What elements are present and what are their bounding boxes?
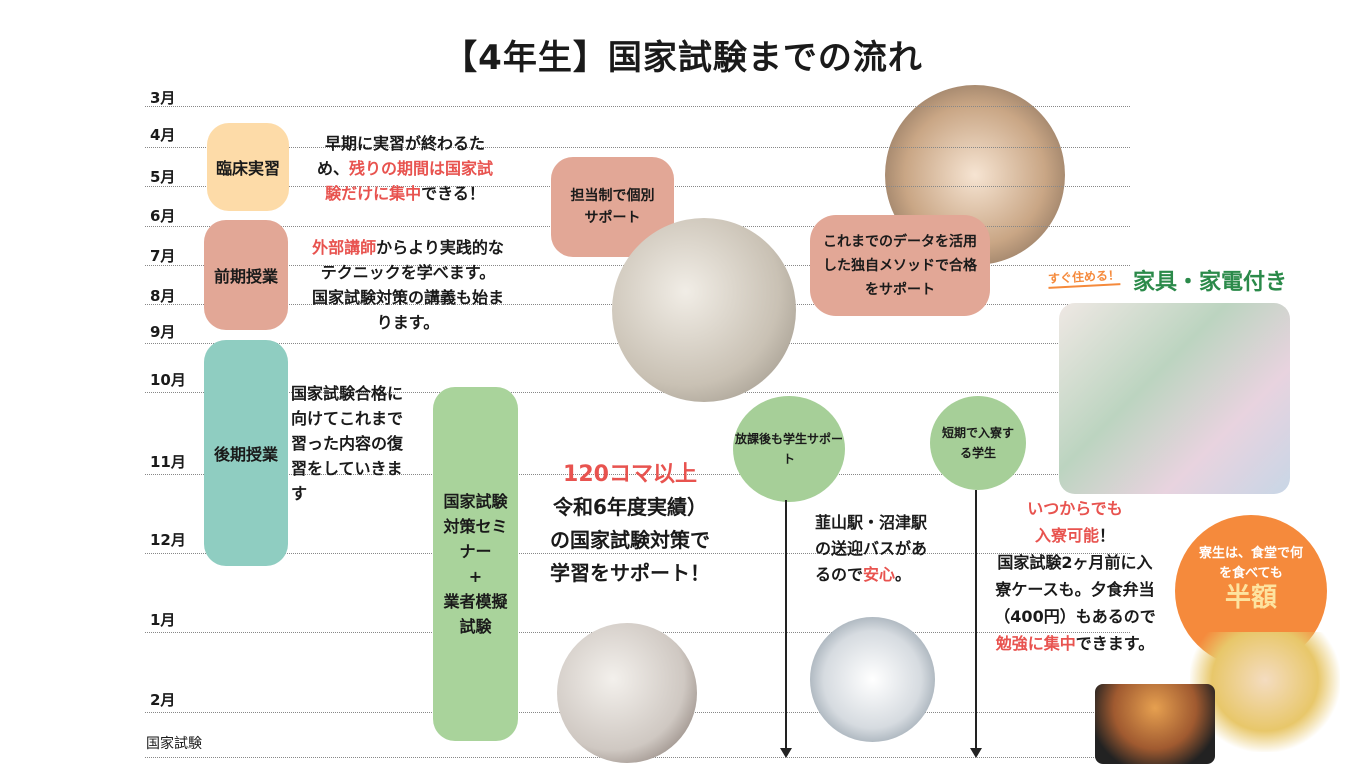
phase-clinical: 臨床実習 xyxy=(207,123,289,211)
dorm-room-photo xyxy=(1059,303,1290,494)
classroom-photo xyxy=(612,218,796,402)
month-label-exam: 国家試験 xyxy=(146,736,202,752)
note-text: 令和6年度実績） xyxy=(553,495,707,519)
note-second-term: 国家試験合格に向けてこれまで習った内容の復習をしていきます xyxy=(291,384,404,503)
bus-photo xyxy=(810,617,935,742)
note-text: 。 xyxy=(895,565,912,584)
note-highlight: 験だけに集中 xyxy=(325,184,422,203)
month-label: 10月 xyxy=(150,371,186,389)
discount-half-price: 半額 xyxy=(1224,583,1277,613)
study-photo xyxy=(557,623,697,763)
note-text: ります。 xyxy=(376,313,440,332)
month-label: 5月 xyxy=(150,168,176,186)
note-text: 国家試験対策の講義も始ま xyxy=(311,288,504,307)
bento-photo xyxy=(1095,684,1215,764)
phase-seminar: 国家試験 対策セミ ナー + 業者模擬 試験 xyxy=(433,387,518,741)
note-seminar: 120コマ以上 令和6年度実績） の国家試験対策で 学習をサポート！ xyxy=(525,458,735,590)
note-text: できる！ xyxy=(421,184,485,203)
note-highlight: いつからでも xyxy=(1027,499,1123,518)
furnished-label: 家具・家電付き xyxy=(1133,270,1288,295)
note-text: の国家試験対策で xyxy=(550,528,710,552)
note-clinical: 早期に実習が終わるた め、残りの期間は国家試 験だけに集中できる！ xyxy=(290,131,520,206)
phase-second-term: 後期授業 xyxy=(204,340,288,566)
furnished-tag: すぐ住める！ xyxy=(1047,266,1121,289)
month-label: 8月 xyxy=(150,287,176,305)
page-title: 【4年生】国家試験までの流れ xyxy=(443,38,923,78)
koma-count: 120コマ以上 xyxy=(563,462,697,487)
discount-text: 寮生は、食堂で何を食べても xyxy=(1198,546,1303,581)
note-text: め、 xyxy=(316,159,349,178)
month-label: 9月 xyxy=(150,323,176,341)
note-text: ！ xyxy=(1099,526,1116,545)
seminar-line: + xyxy=(468,567,483,586)
month-label: 3月 xyxy=(150,89,176,107)
note-text: テクニックを学べます。 xyxy=(320,263,496,282)
arrow-down-icon xyxy=(970,490,982,758)
note-highlight: 入寮可能 xyxy=(1034,526,1099,545)
seminar-line: 試験 xyxy=(459,617,492,636)
timeline-divider xyxy=(145,553,1130,554)
bubble-short-term: 短期で入寮する学生 xyxy=(930,396,1026,490)
note-text: 学習をサポート！ xyxy=(550,561,710,585)
note-text: 国家試験2ヶ月前に入寮ケースも。夕食弁当（400円）もあるので xyxy=(994,553,1156,626)
students-illustration xyxy=(1190,632,1340,752)
month-label: 6月 xyxy=(150,207,176,225)
month-label: 11月 xyxy=(150,453,186,471)
note-highlight: 残りの期間は国家試 xyxy=(349,159,494,178)
seminar-line: 国家試験 xyxy=(443,492,508,511)
timeline-divider xyxy=(145,474,1130,475)
month-label: 1月 xyxy=(150,611,176,629)
month-label: 4月 xyxy=(150,126,176,144)
note-text: できます。 xyxy=(1075,634,1155,653)
month-label: 12月 xyxy=(150,531,186,549)
note-text: 韮山駅・沼津駅の送迎バスがあるので xyxy=(815,513,928,584)
month-label: 7月 xyxy=(150,247,176,265)
timeline-divider xyxy=(145,147,1130,148)
note-highlight: 勉強に集中 xyxy=(995,634,1076,653)
arrow-down-icon xyxy=(780,500,792,758)
note-text: からより実践的な xyxy=(376,238,504,257)
seminar-line: 業者模擬 xyxy=(443,592,508,611)
note-highlight: 外部講師 xyxy=(312,238,377,257)
seminar-line: 対策セミ xyxy=(443,517,508,536)
phase-first-term: 前期授業 xyxy=(204,220,288,330)
bubble-after-school: 放課後も学生サポート xyxy=(733,396,845,502)
note-first-term: 外部講師からより実践的な テクニックを学べます。 国家試験対策の講義も始ま りま… xyxy=(288,235,528,335)
timeline-divider xyxy=(145,106,1130,107)
note-dorm: いつからでも 入寮可能！ 国家試験2ヶ月前に入寮ケースも。夕食弁当（400円）も… xyxy=(990,495,1160,657)
note-text: 早期に実習が終わるた xyxy=(324,134,485,153)
bubble-method: これまでのデータを活用した独自メソッドで合格をサポート xyxy=(810,215,990,316)
note-highlight: 安心 xyxy=(863,565,896,584)
note-bus: 韮山駅・沼津駅の送迎バスがあるので安心。 xyxy=(815,510,930,588)
seminar-line: ナー xyxy=(459,542,492,561)
timeline-divider xyxy=(145,392,1130,393)
month-label: 2月 xyxy=(150,691,176,709)
